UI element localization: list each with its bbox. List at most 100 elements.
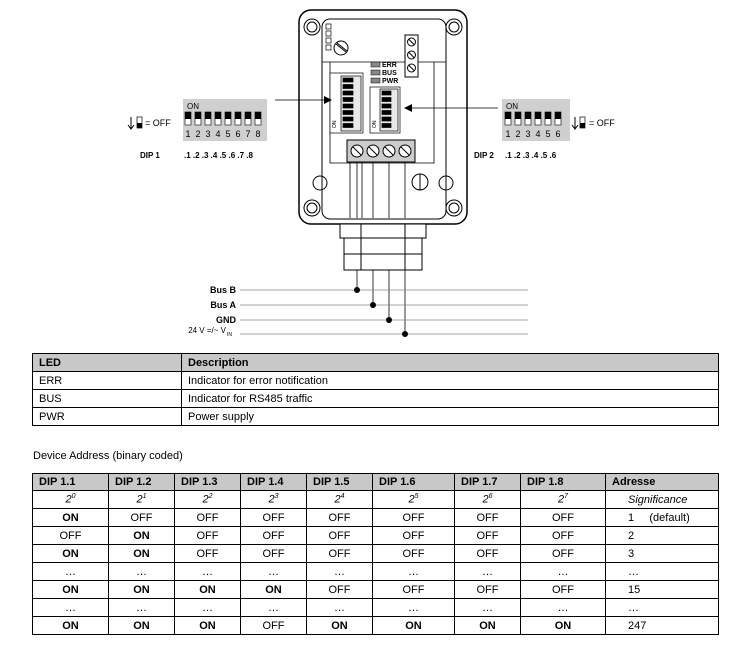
description-cell: Indicator for RS485 traffic [181,389,719,408]
dip1-switch-number: 8 [255,129,260,139]
dip2-switch-number: 5 [545,129,550,139]
dip-state-cell: OFF [372,526,455,545]
dip-col-header: DIP 1.2 [108,473,175,491]
led-cell: ERR [32,371,182,390]
dip-state-cell: OFF [454,526,521,545]
dip-state-cell: … [372,562,455,581]
dip-state-cell: ON [372,616,455,635]
dip-state-cell: … [174,598,241,617]
dip-col-header: DIP 1.8 [520,473,606,491]
wire-label-bus-b: Bus B [210,285,237,295]
significance-label: Significance [605,490,719,509]
internal-wires [349,162,406,218]
address-value-cell: 2 [605,526,719,545]
dip-state-cell: OFF [454,508,521,527]
device-wiring-diagram: ERR BUS PWR ON ON [127,9,615,338]
dip-state-cell: ON [108,616,175,635]
dip1-switch-number: 5 [225,129,230,139]
dip1-positions: .1 .2 .3 .4 .5 .6 .7 .8 [184,151,253,160]
description-cell: Indicator for error notification [181,371,719,390]
dip1-switch-number: 3 [205,129,210,139]
dip2-caption: DIP 2 [474,151,494,160]
dip-state-cell: ON [520,616,606,635]
dip-state-cell: … [240,562,307,581]
led-cell: PWR [32,407,182,426]
dip-state-cell: ON [32,508,109,527]
ground-screw-icon [411,173,429,191]
dip2-switch-number: 3 [525,129,530,139]
off-legend-icon [571,116,586,130]
dip1-switch-knob-7 [245,112,251,119]
dip2-switch-number: 1 [505,129,510,139]
significance-cell: 22 [174,490,241,509]
svg-text:ON: ON [372,120,378,128]
led-label-pwr: PWR [382,78,398,85]
led-cell: BUS [32,389,182,408]
wire-label-bus-a: Bus A [210,300,236,310]
dip-state-cell: OFF [520,526,606,545]
dip-state-cell: … [240,598,307,617]
dip1-caption: DIP 1 [140,151,160,160]
dip-col-header: DIP 1.3 [174,473,241,491]
significance-cell: 27 [520,490,606,509]
led-label-bus: BUS [382,70,397,77]
significance-cell: 26 [454,490,521,509]
dip-state-cell: OFF [454,544,521,563]
dip-state-cell: … [108,598,175,617]
dip-state-cell: OFF [372,508,455,527]
significance-cell: 21 [108,490,175,509]
led-table: LED Description ERR Indicator for error … [32,353,719,426]
dip-state-cell: OFF [174,508,241,527]
dip1-switch-number: 2 [195,129,200,139]
dip1-switch-knob-1 [185,112,191,119]
dip-state-cell: OFF [306,580,373,599]
dip-state-cell: ON [108,580,175,599]
dip1-switch-knob-8 [255,112,261,119]
dip-col-header: DIP 1.7 [454,473,521,491]
description-cell: Power supply [181,407,719,426]
wire-label-vin-sub: IN [227,332,232,338]
dip1-on-label: ON [187,102,199,111]
table-row: ERR Indicator for error notification [32,371,719,390]
dip-state-cell: ON [32,580,109,599]
dip-state-cell: … [108,562,175,581]
dip-state-cell: OFF [240,616,307,635]
dip-state-cell: ON [454,616,521,635]
dip-state-cell: … [454,598,521,617]
potentiometer-icon [333,40,349,56]
address-value-cell: 1 (default) [605,508,719,527]
address-value-cell: … [605,598,719,617]
dip-state-cell: OFF [520,508,606,527]
internal-dip-2: ON [369,86,401,134]
adresse-col-header: Adresse [605,473,719,491]
dip-state-cell: ON [108,526,175,545]
dip-state-cell: OFF [32,526,109,545]
dip-state-cell: ON [32,544,109,563]
dip-col-header: DIP 1.1 [32,473,109,491]
internal-dip-1: ON [329,72,364,134]
address-value-cell: 15 [605,580,719,599]
dip1-switch-knob-5 [225,112,231,119]
dip2-switch-number: 2 [515,129,520,139]
significance-cell: 23 [240,490,307,509]
wire-label-vin: 24 V =/~ V [188,326,226,335]
dip-state-cell: OFF [372,544,455,563]
dip-state-cell: OFF [174,544,241,563]
table-row: ……………………… [32,562,719,581]
dip-state-cell: … [372,598,455,617]
address-value-cell: 247 [605,616,719,635]
dip-state-cell: OFF [306,508,373,527]
dip1-switch-knob-2 [195,112,201,119]
significance-cell: 20 [32,490,109,509]
corner-screws [303,18,463,217]
dip-col-header: DIP 1.4 [240,473,307,491]
table-row: ……………………… [32,598,719,617]
dip-state-cell: … [306,598,373,617]
dip-state-cell: OFF [520,544,606,563]
